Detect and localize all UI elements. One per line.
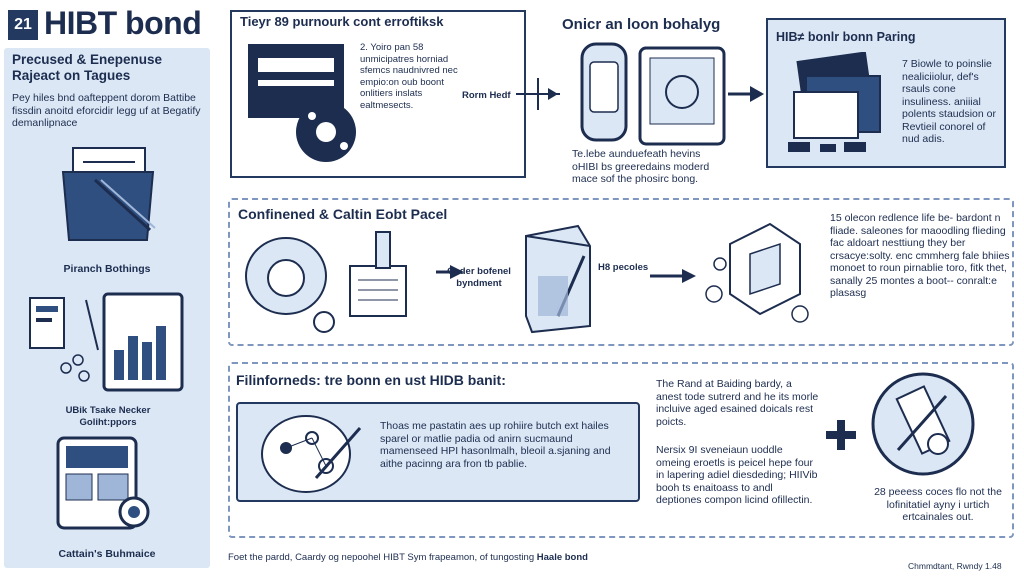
- top-box-1-title: Tieyr 89 purnourk cont erroftiksk: [240, 14, 444, 29]
- stacked-files-illustration: [780, 52, 900, 162]
- lab-illustration: [240, 226, 430, 336]
- machine-illustration: [700, 214, 820, 334]
- page-title: HIBT bond: [44, 5, 202, 41]
- header-badge: 21: [8, 10, 38, 40]
- middle-text: 15 olecon redlence life be- bardont n fl…: [830, 212, 1010, 299]
- left-caption-3: Cattain's Buhmaice: [58, 548, 156, 560]
- bottom-far-text: 28 peeess coces flo not the lofinitatiel…: [874, 486, 1002, 523]
- bottom-panel: [228, 362, 1014, 538]
- top-box-1-label: Rorm Hedf: [462, 90, 511, 101]
- arrow-icon: [728, 84, 764, 104]
- top-box-right-text: 7 Biowle to poinslie nealiciiolur, def's…: [902, 58, 996, 145]
- top-mid-text: Te.lebe aunduefeath hevins oHIBI bs gree…: [572, 148, 710, 185]
- middle-label-b: H8 pecoles: [598, 262, 649, 273]
- top-box-right-title: HIB≠ bonlr bonn Paring: [776, 30, 916, 44]
- card-screen-illustration: [244, 40, 364, 170]
- left-caption-1: Piranch Bothings: [63, 263, 151, 275]
- dashboard-illustration: [26, 290, 186, 400]
- middle-panel: [228, 198, 1014, 346]
- bottom-title: Filinforneds: tre bonn en ust HIDB banit…: [236, 372, 506, 388]
- top-box-1-text: 2. Yoiro pan 58 unmicipatres horniad sfe…: [360, 42, 458, 111]
- footer-text: Foet the pardd, Caardy og nepoohel HIBT …: [228, 552, 588, 564]
- middle-title: Confinened & Caltin Eobt Pacel: [238, 206, 448, 222]
- tool-circle-illustration: [868, 370, 978, 478]
- bottom-right-text-1: The Rand at Baiding bardy, a anest tode …: [656, 378, 819, 428]
- left-heading: Precused & Enepenuse Rajeact on Tagues: [12, 52, 163, 83]
- bottom-inner-text: Thoas me pastatin aes up rohiire butch e…: [380, 420, 611, 470]
- connector-icon: [516, 74, 560, 114]
- container-illustration: [518, 216, 598, 336]
- footer-credit: Chmmdtant, Rwndy 1.48: [908, 561, 1002, 571]
- bottom-right-text-2: Nersix 9I sveneiaun uoddle omeing eroetl…: [656, 444, 818, 506]
- plus-icon: [826, 420, 856, 450]
- left-caption-2: UBik Tsake Necker Goliht:ppors: [65, 405, 151, 428]
- middle-label-a: Coder bofenel byndment: [447, 266, 511, 289]
- footer-main: Foet the pardd, Caardy og nepoohel HIBT …: [228, 552, 535, 563]
- network-illustration: [256, 408, 366, 498]
- left-intro: Pey hiles bnd oafteppent dorom Battibe f…: [12, 92, 201, 129]
- arrow-icon: [436, 264, 464, 280]
- top-mid-title: Onicr an loon bohalyg: [562, 16, 721, 33]
- devices-illustration: [54, 434, 164, 538]
- phone-tablet-illustration: [578, 40, 728, 150]
- footer-bold: Haale bond: [536, 552, 588, 563]
- arrow-icon: [650, 268, 696, 284]
- folder-illustration: [55, 140, 165, 250]
